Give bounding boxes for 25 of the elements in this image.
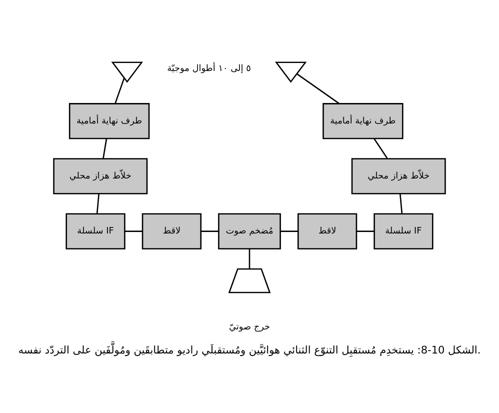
node-label: خرج صوتيّ <box>228 322 270 332</box>
connector <box>114 77 125 104</box>
node-box: طرف نهاية أمامية <box>322 102 404 139</box>
connector <box>124 230 142 232</box>
connector <box>201 230 219 232</box>
connector <box>296 72 340 104</box>
label: ٥ إلى ١٠ أطوال موجيّة <box>167 64 251 74</box>
node-speaker <box>228 268 271 293</box>
node-box: مُضخم صوت <box>218 212 281 249</box>
connector <box>102 138 108 158</box>
connector <box>356 230 374 232</box>
node-antenna <box>111 61 144 82</box>
connector <box>280 230 298 232</box>
node-box: لاقط <box>297 212 358 249</box>
node-box: خلاّط هزاز محلي <box>53 158 148 194</box>
node-box: لاقط <box>142 212 202 249</box>
node-antenna <box>274 61 307 82</box>
node-box: سلسلة IF <box>66 212 126 249</box>
node-box: سلسلة IF <box>374 212 434 249</box>
connector <box>399 193 403 214</box>
connector <box>96 193 100 214</box>
connector <box>248 248 250 268</box>
node-box: طرف نهاية أمامية <box>68 102 150 139</box>
connector <box>374 138 388 158</box>
node-box: خلاّط هزاز محلي <box>351 158 446 194</box>
